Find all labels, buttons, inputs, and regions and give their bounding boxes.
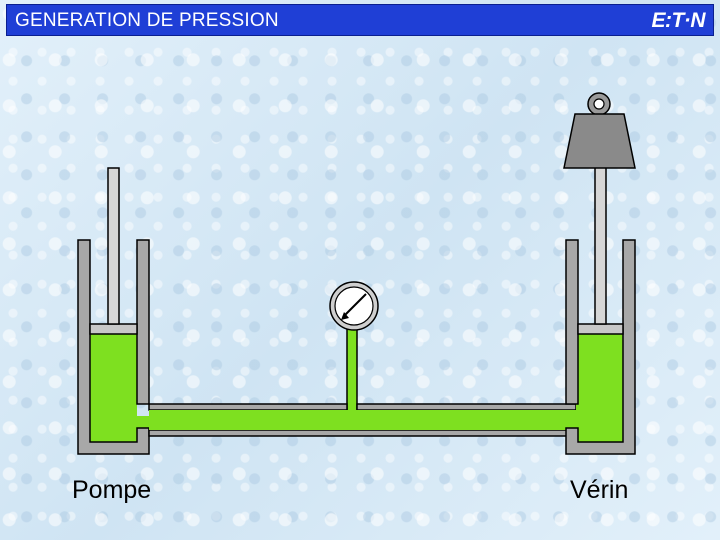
cylinder-label: Vérin [570,476,629,504]
pump-rod [107,167,120,325]
ram-fluid [576,334,623,442]
ram-fluid-inlet [566,410,578,430]
pump-wall [77,239,150,455]
connecting-pipe [148,327,577,437]
pump-fluid-outlet [137,416,149,428]
pipe-fluid-fill [149,410,576,430]
pipe-bottom-wall [148,429,577,437]
ram-wall-left [565,239,579,405]
ram-rod [594,165,607,325]
pump-piston [89,323,138,335]
pump-label: Pompe [72,476,152,504]
ram-wall [565,239,636,455]
ram-piston [577,323,624,335]
pump-fluid [90,334,137,442]
pipe-top-wall [148,403,577,411]
pump-wall-right [136,239,150,405]
gauge-line-fill [348,328,356,412]
pressure-gauge-icon [329,281,379,331]
page-title: GENERATION DE PRESSION [15,10,279,31]
pump-cylinder [77,167,150,455]
ram-cylinder [565,165,636,455]
eaton-logo: E:T·N [651,9,706,32]
weight-icon [563,92,636,169]
title-bar: GENERATION DE PRESSION E:T·N [6,4,714,36]
